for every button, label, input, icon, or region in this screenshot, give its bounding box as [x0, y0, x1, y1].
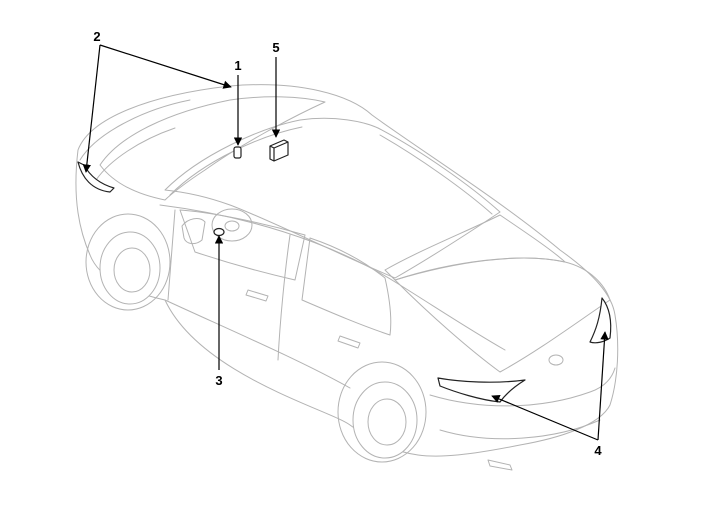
steering-wheel: [211, 208, 253, 242]
steering-hub: [224, 220, 240, 232]
component-5-control-unit: [269, 139, 289, 162]
component-2-headlamp: [77, 161, 115, 193]
callout-1: 1: [234, 58, 241, 73]
callout-labels: 1 2 3 4 5: [93, 29, 602, 458]
rear-bumper: [429, 367, 616, 440]
rear-window: [384, 214, 566, 281]
hood-line: [79, 99, 191, 181]
side-mirror: [181, 218, 206, 245]
front-rim: [113, 247, 151, 293]
callout-2: 2: [93, 29, 100, 44]
component-4-rear-lamp-left: [437, 377, 526, 403]
component-3-switch: [213, 227, 225, 237]
rear-tire: [352, 381, 418, 459]
rear-rim: [367, 398, 407, 446]
leader-line-2a: [99, 44, 232, 89]
rear-door-window: [301, 237, 392, 336]
rear-emblem: [548, 354, 564, 366]
leader-line-4b: [597, 331, 609, 441]
trunk-lid: [394, 257, 611, 373]
roof-line: [164, 117, 501, 279]
leader-line-2b: [82, 44, 101, 173]
windshield: [99, 96, 326, 201]
component-4-rear-lamp-right: [589, 297, 612, 344]
exhaust-tip: [487, 459, 513, 471]
leader-line-4a: [491, 395, 599, 441]
door-seam-front: [167, 209, 291, 361]
rocker-panel: [164, 299, 351, 389]
leader-lines: [82, 44, 609, 441]
front-wheel-arch: [85, 213, 171, 311]
car-body-outline: [75, 84, 619, 471]
front-door-handle: [245, 289, 269, 302]
front-tire: [99, 231, 161, 305]
callout-3: 3: [215, 373, 222, 388]
callout-5: 5: [272, 40, 279, 55]
rear-door-handle: [337, 335, 361, 349]
beltline: [159, 204, 506, 351]
callout-4: 4: [594, 443, 602, 458]
component-1-sensor: [233, 146, 242, 159]
rear-wheel-arch: [337, 361, 427, 463]
